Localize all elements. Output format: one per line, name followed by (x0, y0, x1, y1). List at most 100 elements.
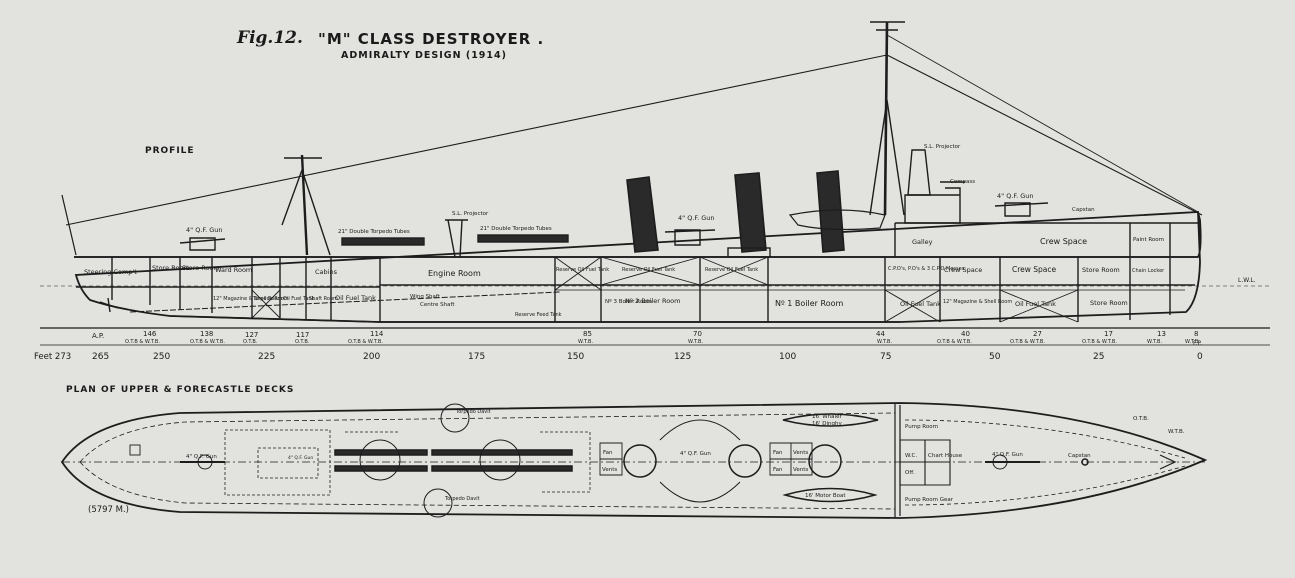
scale-tick: 175 (468, 352, 485, 362)
frame-note: W.T.B. (688, 339, 703, 345)
figure-label: Fig.12. (237, 28, 303, 48)
scale-tick: 150 (567, 352, 584, 362)
label-store-1: Store Room (152, 264, 190, 272)
plan-label-wc: W.C. (905, 453, 917, 459)
plan-label-fan-2: Fan (773, 450, 783, 456)
frame-117: 117 (296, 331, 309, 339)
plan-label-vents-3: Vents (793, 467, 808, 473)
plan-label-pump-room: Pump Room (905, 424, 938, 430)
plan-label-capstan: Capstan (1068, 453, 1091, 459)
frame-note: O.T.B & W.T.B. (1010, 339, 1045, 345)
main-mast-legs (281, 169, 331, 256)
torpedo-tubes-1 (341, 237, 425, 246)
frame-note: O.T.B & W.T.B. (937, 339, 972, 345)
scale-tick: 0 (1197, 352, 1203, 362)
label-crew-1: Crew Space (944, 266, 982, 274)
frame-17: 17 (1104, 330, 1113, 338)
scale-tick: 200 (363, 352, 380, 362)
scale-fp: F.P. (1193, 340, 1202, 347)
frame-70: 70 (693, 330, 702, 338)
label-steering: Steering Comp't (84, 268, 137, 276)
funnel-2-base (727, 247, 771, 258)
stern-staff (61, 194, 77, 256)
torpedo-davit-lower (423, 488, 453, 518)
lower-deck-line (76, 284, 1195, 288)
plan-view (60, 402, 1208, 519)
frame-note: O.T.B & W.T.B. (125, 339, 160, 345)
plan-label-vents-1: Vents (602, 467, 617, 473)
plan-tubes-1a (334, 449, 428, 456)
label-rof-1: Reserve Oil Fuel Tank (556, 267, 609, 273)
label-cabins: Cabins (315, 268, 338, 276)
plan-label-gun-fwd: 4" Q.F. Gun (992, 452, 1023, 458)
plan-tube-mount-1 (359, 439, 401, 481)
scale-bar: Feet 273 265 250 225 200 175 150 125 100… (34, 340, 1203, 362)
plan-capstan (1081, 458, 1089, 466)
plan-funnel-3 (808, 444, 842, 478)
plan-deck-edge (79, 412, 896, 510)
frame-44: 44 (876, 330, 885, 338)
frame-note: W.T.B. (877, 339, 892, 345)
label-store-2: Store Room (182, 264, 220, 272)
label-oft-1: Oil Fuel Tank (900, 300, 941, 308)
plan-label-fan-1: Fan (603, 450, 613, 456)
plan-label-davit-2: Torpedo Davit (444, 496, 480, 502)
label-sl-aft: S.L. Projector (452, 211, 489, 217)
after-gun (179, 237, 226, 251)
plan-bow-fitting (1159, 454, 1177, 470)
plan-label-gun-extra: 4" Q.F. Gun (288, 455, 313, 461)
reference-number: (5797 M.) (88, 505, 130, 515)
profile-view (40, 21, 1270, 346)
plan-mid-gun-ring (659, 419, 741, 503)
frame-note: O.T.B. (295, 339, 310, 345)
frame-note: O.T.B. (243, 339, 258, 345)
label-oft-aft: Oil Fuel Tank (335, 294, 376, 302)
funnel-3 (816, 170, 845, 253)
label-feed-tank: Reserve Feed Tank (515, 312, 562, 318)
label-boiler-3: Nº 3 Boiler Room (605, 298, 652, 305)
label-capstan: Capstan (1072, 207, 1095, 213)
plan-heading: PLAN OF UPPER & FORECASTLE DECKS (66, 385, 295, 395)
forecastle-break (894, 403, 901, 518)
drawing-subtitle: ADMIRALTY DESIGN (1914) (341, 50, 507, 61)
fore-gun (994, 202, 1049, 217)
scale-tick: 75 (880, 352, 891, 362)
torpedo-davit-upper (440, 403, 470, 433)
label-centre-shaft: Centre Shaft (420, 302, 455, 308)
label-torpedo-room: Torpedo Room (252, 296, 289, 302)
scale-prefix: Feet 273 (34, 352, 71, 362)
fore-stay (886, 54, 1203, 216)
plan-label-gun-mid: 4" Q.F. Gun (680, 451, 711, 457)
label-gun-fwd: 4" Q.F. Gun (997, 192, 1033, 200)
plan-labels: 4" Q.F. Gun 4" Q.F. Gun 4" Q.F. Gun 4" Q… (186, 409, 1185, 503)
oil-tank-crosses (251, 256, 1079, 323)
label-paint-room: Paint Room (1133, 237, 1164, 243)
plan-tubes-2a (431, 449, 573, 456)
frame-note: W.T.B. (1185, 339, 1200, 345)
plan-funnel-1 (623, 444, 657, 478)
frame-numbers: A.P. 146 138 127 117 114 85 70 44 40 27 … (92, 330, 1198, 340)
label-gun-mid: 4" Q.F. Gun (678, 214, 714, 222)
label-compass: Compass (950, 179, 975, 185)
plan-label-motor-boat: 16' Motor Boat (805, 493, 846, 499)
plan-chart-house (899, 439, 951, 486)
drawing-title: "M" CLASS DESTROYER . (318, 30, 545, 48)
back-stay (886, 34, 1199, 213)
label-sl-fwd: S.L. Projector (924, 144, 961, 150)
propeller (99, 297, 119, 313)
label-lwl: L.W.L. (1238, 277, 1256, 284)
frame-114: 114 (370, 330, 384, 338)
label-magazine-1: 12" Magazine & Shell Room (213, 296, 282, 302)
label-tubes-fwd: 21" Double Torpedo Tubes (480, 226, 552, 232)
label-store-fwd: Store Room (1082, 266, 1120, 274)
label-rof-2: Reserve Oil Fuel Tank (622, 267, 675, 273)
label-shaft-room: Shaft Room (309, 296, 338, 302)
plan-tube-mount-2 (479, 439, 521, 481)
scale-tick: 25 (1093, 352, 1104, 362)
scale-tick: 265 (92, 352, 109, 362)
label-magazine-2: 12" Magazine & Shell Room (943, 299, 1012, 305)
scale-tick: 125 (674, 352, 691, 362)
plan-tubes-1b (334, 465, 428, 472)
